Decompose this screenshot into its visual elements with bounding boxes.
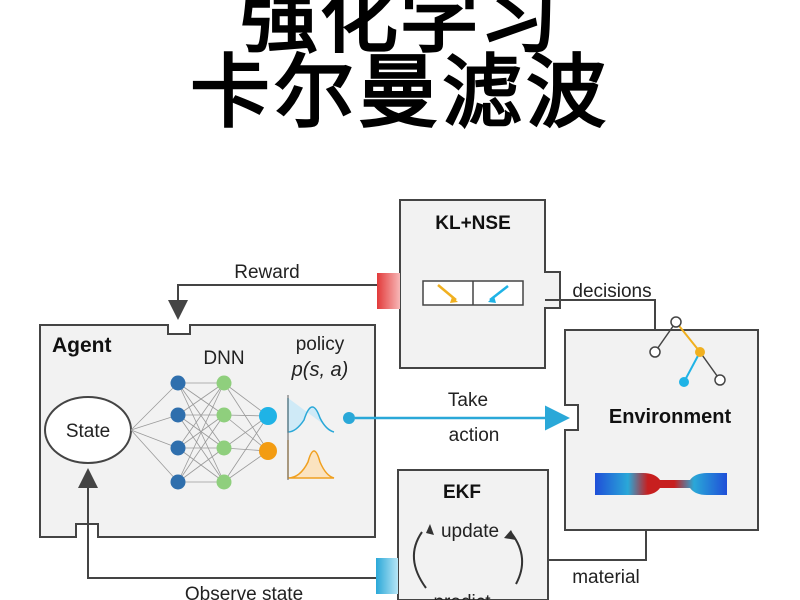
environment-panel: [564, 329, 759, 531]
decisions-label: decisions: [572, 281, 651, 302]
dnn-label: DNN: [203, 348, 244, 369]
ekf-update-label: update: [441, 521, 499, 542]
observe-plug: [376, 558, 398, 594]
take-action-label-line2: action: [449, 425, 500, 446]
nn-edge: [223, 415, 269, 449]
material-connector: [548, 530, 647, 561]
nn-input-node: [170, 407, 186, 423]
nn-hidden-node: [216, 474, 232, 490]
ekf-predict-label: predict: [433, 592, 491, 600]
state-to-nn-edge: [130, 429, 179, 449]
agent-panel: [39, 324, 376, 538]
nn-edge: [177, 447, 225, 483]
kl-nse-label: KL+NSE: [435, 213, 511, 234]
reward-label: Reward: [234, 262, 299, 283]
agent-label: Agent: [52, 334, 112, 357]
state-to-nn-edge: [130, 414, 179, 431]
nn-edge: [223, 414, 269, 452]
nn-edge: [177, 382, 225, 449]
action-start-dot: [343, 412, 355, 424]
yellow-vector-icon: [437, 284, 457, 301]
state-to-nn-edge: [130, 382, 179, 431]
environment-label: Environment: [609, 406, 732, 428]
nn-edge: [177, 382, 225, 483]
nn-output-node: [259, 407, 277, 425]
decisions-connector: [545, 299, 656, 330]
observe-state-label: Observe state: [185, 584, 303, 600]
nn-hidden-node: [216, 407, 232, 423]
title-main-line: 卡尔曼滤波: [190, 46, 610, 139]
specimen-icon: [595, 473, 727, 495]
ekf-label: EKF: [443, 482, 481, 503]
nn-edge: [177, 382, 225, 416]
nn-output-node: [259, 442, 277, 460]
nn-connections: [130, 382, 269, 483]
nn-edge: [223, 415, 269, 483]
take-action-label-line1: Take: [448, 390, 488, 411]
nn-edge: [177, 414, 225, 449]
policy-label: policy: [296, 334, 345, 355]
decision-tree-icon: [649, 316, 726, 387]
nn-hidden-node: [216, 375, 232, 391]
nn-input-node: [170, 474, 186, 490]
policy-distribution-icon: [287, 395, 335, 480]
policy-formula: p(s, a): [291, 359, 349, 381]
nn-edge: [223, 382, 269, 452]
ekf-loop-left: [412, 531, 427, 589]
nn-nodes: [170, 375, 277, 490]
nn-input-node: [170, 440, 186, 456]
nn-hidden-node: [216, 440, 232, 456]
state-label: State: [66, 421, 110, 442]
state-to-nn-edge: [130, 429, 179, 483]
material-label: material: [572, 567, 640, 588]
reward-plug: [377, 273, 400, 309]
observe-state-arrow: [78, 468, 376, 579]
nn-input-node: [170, 375, 186, 391]
title-top-line: 强化学习: [239, 0, 560, 64]
nn-edge: [223, 382, 269, 417]
nn-edge: [177, 414, 225, 483]
reward-arrow: [168, 284, 377, 320]
